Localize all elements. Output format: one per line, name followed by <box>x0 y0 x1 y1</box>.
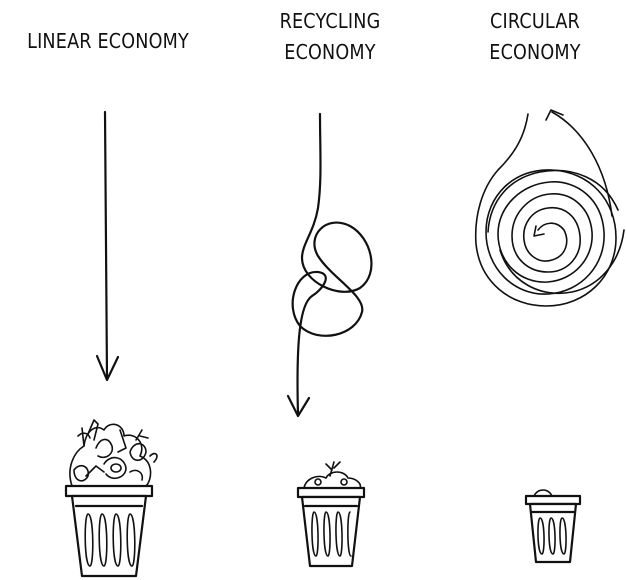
recycling-economy-label: RECYCLING ECONOMY <box>235 6 425 68</box>
recycling-economy-label-line-1: RECYCLING <box>279 9 381 33</box>
small-trash-bin-icon <box>524 489 582 564</box>
circular-economy-label-line-2: ECONOMY <box>489 40 581 64</box>
circular-economy-label-line-1: CIRCULAR <box>490 9 580 33</box>
overflowing-trash-bin-icon <box>64 419 158 578</box>
linear-economy-label-line-1: LINEAR ECONOMY <box>27 29 189 53</box>
recycling-economy-label-line-2: ECONOMY <box>284 40 376 64</box>
linear-economy-label: LINEAR ECONOMY <box>13 26 203 57</box>
looped-down-arrow-icon <box>286 112 373 418</box>
circular-economy-label: CIRCULAR ECONOMY <box>455 6 615 68</box>
spiral-circular-arrow-icon <box>474 109 625 307</box>
straight-down-arrow-icon <box>95 110 120 382</box>
medium-trash-bin-icon <box>296 461 366 568</box>
